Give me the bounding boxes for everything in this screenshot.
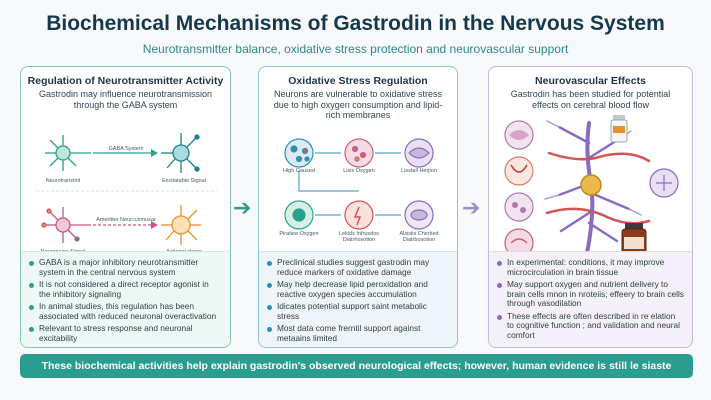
cell-icon xyxy=(284,200,314,230)
cell-icon xyxy=(284,138,314,168)
panel-intro: Gastrodin has been studied for potential… xyxy=(510,89,671,110)
panel-neurotransmitter: Regulation of Neurotransmitter Activity … xyxy=(20,66,231,348)
panel-title: Oxidative Stress Regulation xyxy=(288,75,428,87)
diagram-label: Excitatable Signal xyxy=(162,178,206,184)
page-subtitle: Neurotransmitter balance, oxidative stre… xyxy=(142,42,569,56)
panel-title: Regulation of Neurotransmitter Activity xyxy=(27,75,224,87)
list-item: May support oxygen and nutrient delivery… xyxy=(497,279,684,309)
panel-intro: Neurons are vulnerable to oxidative stre… xyxy=(273,89,443,120)
bullet-list: In experimental: conditions, it may impr… xyxy=(489,251,692,347)
list-item: In experimental: conditions, it may impr… xyxy=(497,257,684,277)
page-title: Biochemical Mechanisms of Gastrodin in t… xyxy=(46,12,665,35)
list-item: May help decrease lipid peroxidation and… xyxy=(267,279,449,299)
diagram-label: GABA System xyxy=(108,146,144,152)
panel-title: Neurovascular Effects xyxy=(535,75,646,87)
list-item: Preclinical studies suggest gastrodin ma… xyxy=(267,257,449,277)
bullet-list: Preclinical studies suggest gastrodin ma… xyxy=(259,251,457,347)
cell-icon xyxy=(344,138,374,168)
neuron-icon xyxy=(161,205,201,245)
oxidative-stress-illustration xyxy=(284,138,434,230)
cell-icon xyxy=(344,200,374,230)
diagram-label: Neurotransmit xyxy=(45,178,81,184)
neuron-icon xyxy=(45,135,91,171)
arrow-icon: ➔ xyxy=(462,195,481,220)
neuron-icon xyxy=(161,133,200,173)
diagram-label: Lekids Infrusdos Diatrhosotion xyxy=(338,231,380,243)
diagram-label: Lisstall Herjion xyxy=(401,168,437,174)
arrow-icon: ➔ xyxy=(233,195,252,220)
list-item: Idicates potential support saint metabol… xyxy=(267,301,449,321)
list-item: Most data come frerntil support against … xyxy=(267,323,449,343)
diagram-label: Alsislis Chertied Diatrbosotion xyxy=(399,231,439,243)
diagram-label: Lisis Oxygen xyxy=(343,168,375,174)
list-item: These effects are often described in re … xyxy=(497,311,684,341)
diagram-label: Ameritter Neurcusmusar xyxy=(96,217,156,223)
list-item: In animal studies, this regulation has b… xyxy=(29,301,222,321)
bullet-list: GABA is a major inhibitory neurotransmit… xyxy=(21,251,230,347)
footer-banner: These biochemical activities help explai… xyxy=(20,354,693,378)
panel-oxidative-stress: Oxidative Stress Regulation Neurons are … xyxy=(258,66,458,348)
tissue-circle-icon xyxy=(504,120,679,258)
gaba-system-illustration xyxy=(36,133,217,245)
diagram-label: Piratiee Oxygen xyxy=(279,231,319,237)
panel-neurovascular: Neurovascular Effects Gastrodin has been… xyxy=(488,66,693,348)
supplement-bottle-icon xyxy=(610,115,628,143)
list-item: GABA is a major inhibitory neurotransmit… xyxy=(29,257,222,277)
cell-icon xyxy=(404,200,434,230)
panel-intro: Gastrodin may influence neurotransmissio… xyxy=(38,89,213,110)
neurovascular-illustration xyxy=(504,115,679,262)
list-item: It is not considered a direct receptor a… xyxy=(29,279,222,299)
diagram-label: High Gaused xyxy=(282,168,316,174)
list-item: Relevant to stress response and neuronal… xyxy=(29,323,222,343)
cell-icon xyxy=(404,138,434,168)
neuron-icon xyxy=(41,207,91,243)
